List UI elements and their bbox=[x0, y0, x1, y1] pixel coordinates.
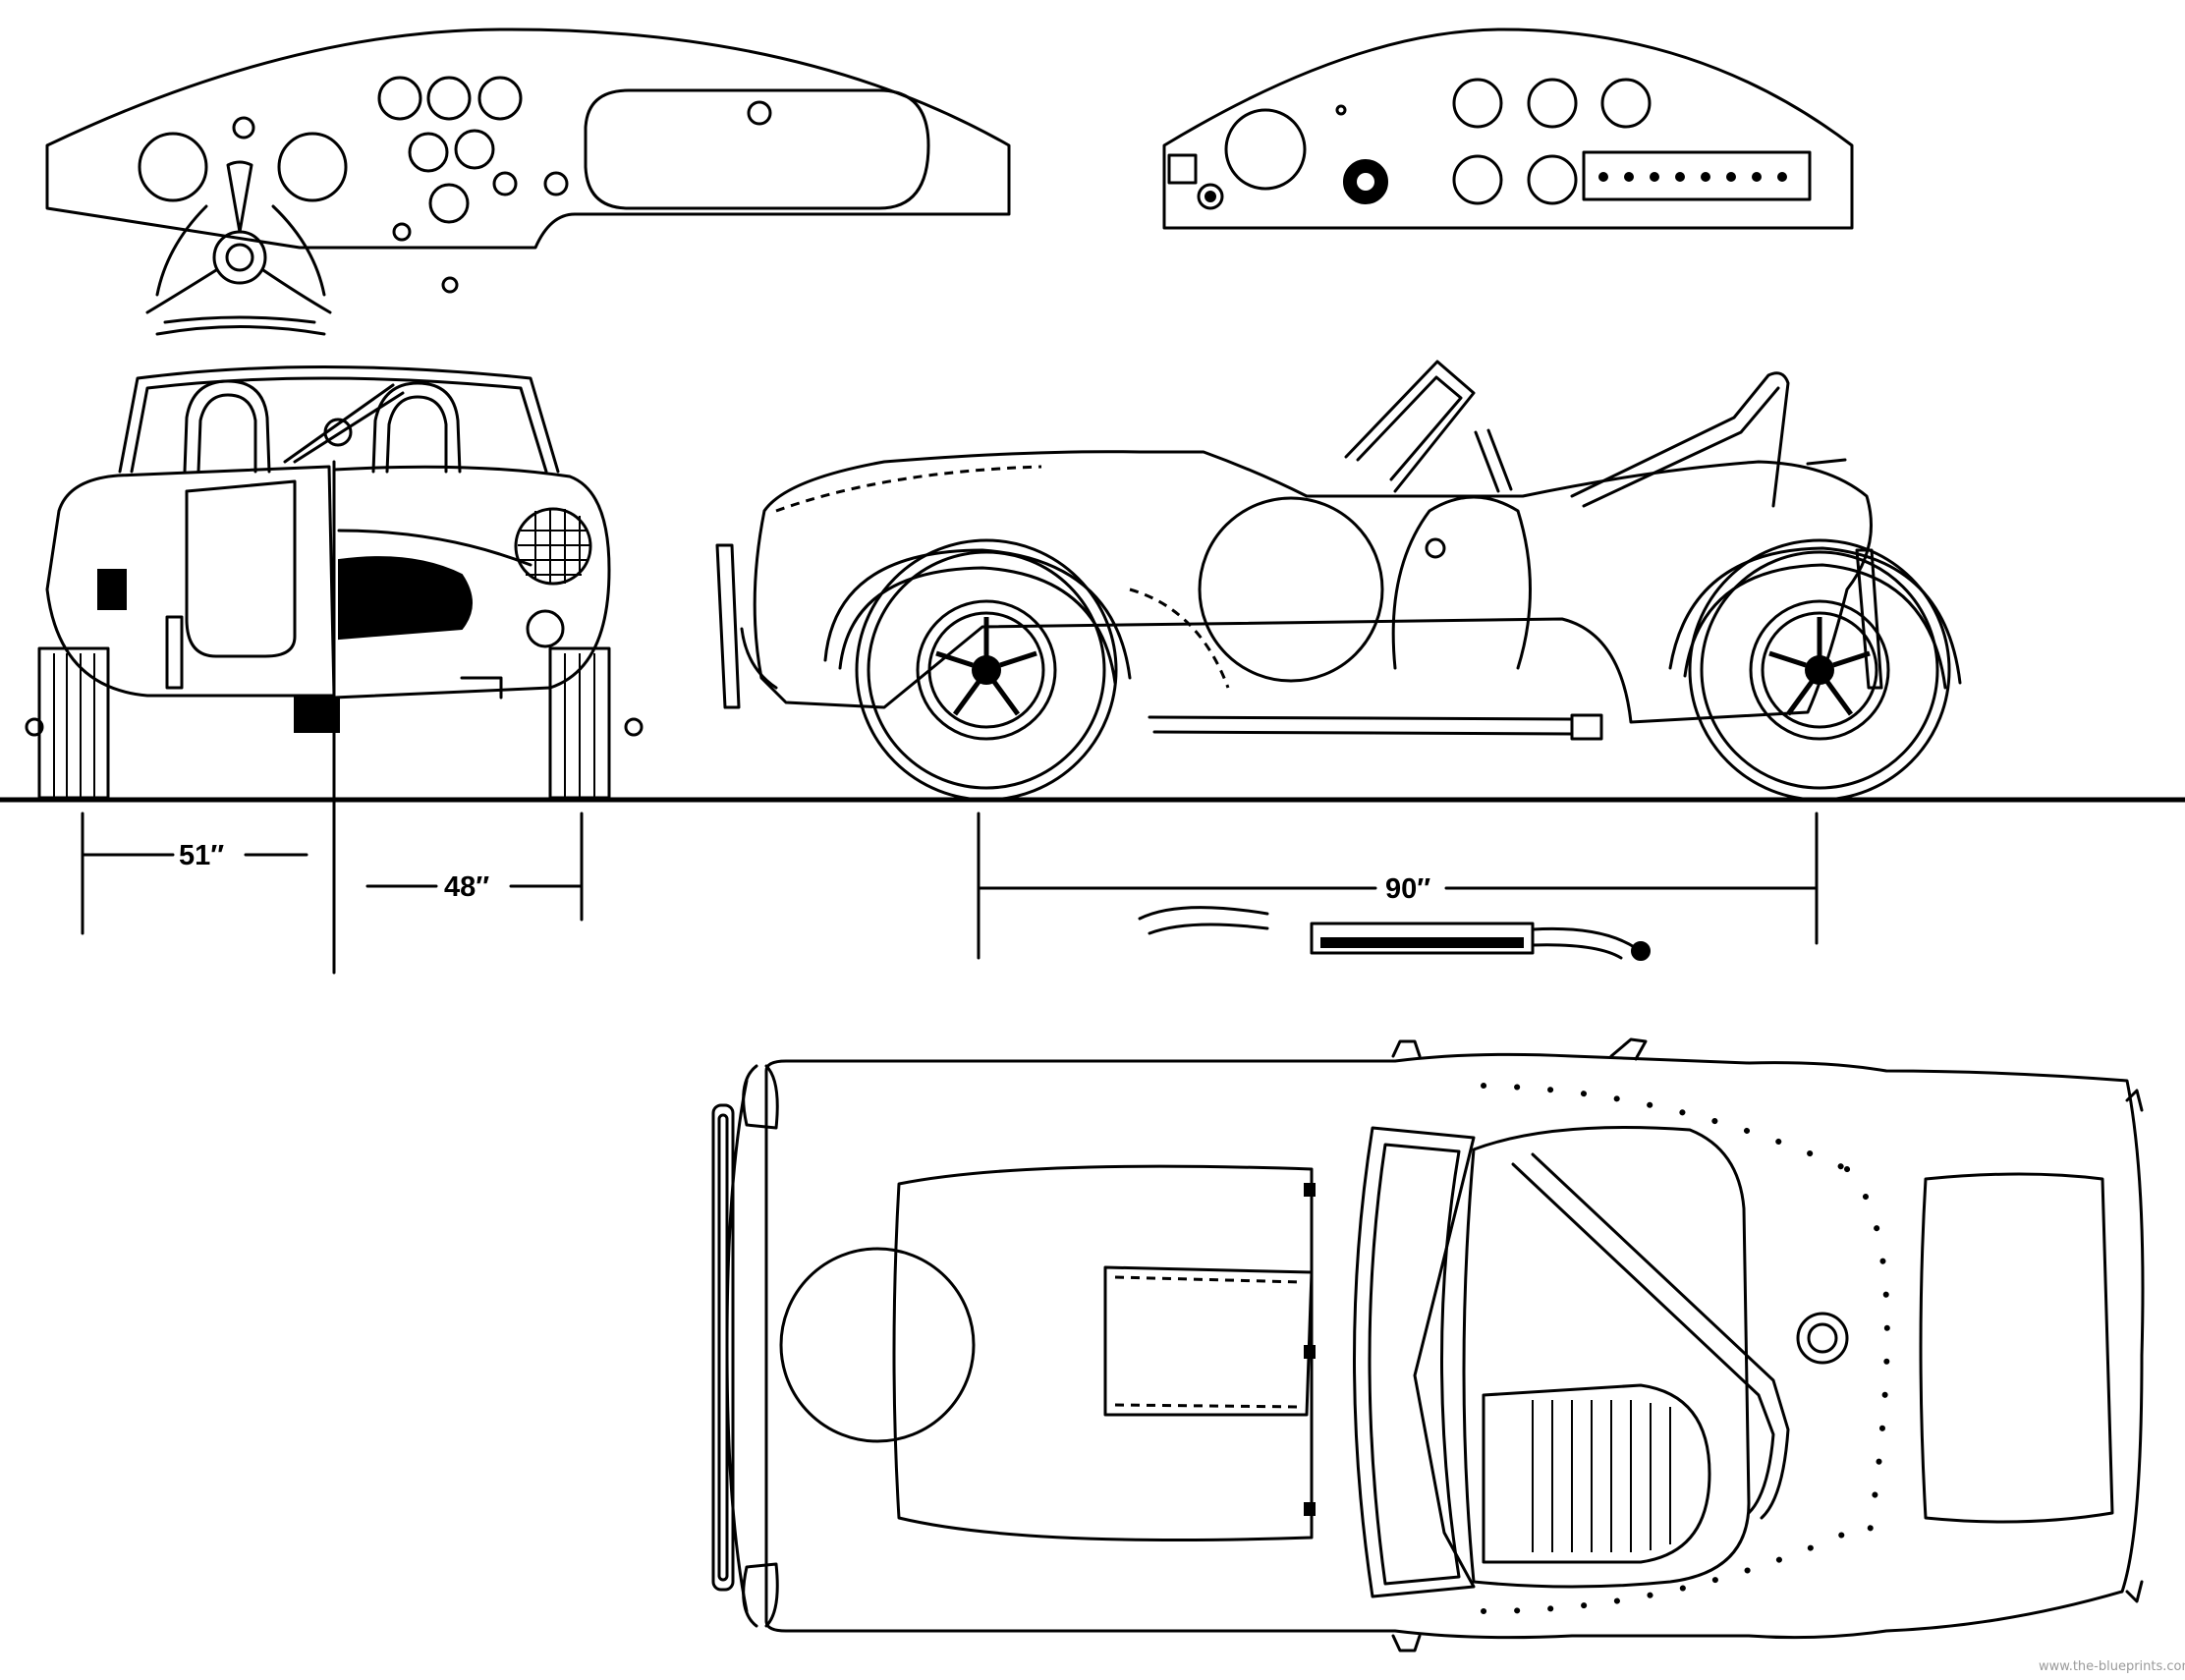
front-rear-view bbox=[25, 365, 644, 975]
wheelbase-dimension-group: 90″ bbox=[977, 812, 1819, 960]
side-view bbox=[715, 360, 1962, 802]
front-track-dimension: 51″ bbox=[179, 840, 224, 871]
side-pipe-detail bbox=[1138, 906, 1651, 961]
wheelbase-dimension: 90″ bbox=[1385, 873, 1430, 905]
dashboard-left-view bbox=[45, 28, 1011, 336]
dashboard-right-view bbox=[1162, 28, 1854, 230]
side-front-wheel bbox=[855, 538, 1118, 802]
front-right-tire bbox=[548, 646, 611, 800]
track-dimensions: 51″ 48″ bbox=[81, 812, 584, 935]
rear-track-dimension: 48″ bbox=[444, 871, 489, 903]
front-left-tire bbox=[37, 646, 110, 800]
side-rear-wheel bbox=[1688, 538, 1951, 802]
top-view bbox=[711, 1037, 2145, 1652]
source-credit: www.the-blueprints.com bbox=[2039, 1659, 2185, 1674]
